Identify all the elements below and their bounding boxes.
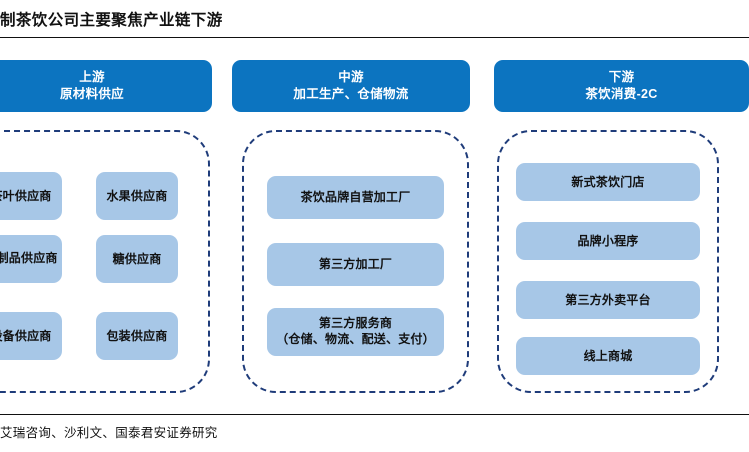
column-header-upstream: 上游 原材料供应 [0,60,212,112]
column-header-downstream-line2: 茶饮消费-2C [585,87,658,101]
column-header-midstream-line1: 中游 [338,70,364,85]
node-downstream-brand-miniprogram: 品牌小程序 [516,222,700,260]
node-midstream-third-party-factory: 第三方加工厂 [267,243,444,286]
group-container-midstream [242,130,469,393]
node-upstream-equipment-supplier: 设备供应商 [0,312,62,360]
source-note: 艾瑞咨询、沙利文、国泰君安证券研究 [0,426,218,440]
column-header-downstream: 下游 茶饮消费-2C [494,60,749,112]
group-container-downstream [497,130,719,393]
page-title: 制茶饮公司主要聚焦产业链下游 [0,12,223,29]
column-header-midstream: 中游 加工生产、仓储物流 [232,60,470,112]
node-upstream-tea-supplier: 茶叶供应商 [0,172,62,220]
node-upstream-sugar-supplier: 糖供应商 [96,235,178,283]
column-header-upstream-line2: 原材料供应 [59,87,124,101]
node-upstream-packaging-supplier: 包装供应商 [96,312,178,360]
node-midstream-brand-own-factory: 茶饮品牌自营加工厂 [267,176,444,219]
node-upstream-dairy-supplier: 奶制品供应商 [0,235,62,283]
node-downstream-new-tea-store: 新式茶饮门店 [516,163,700,201]
node-downstream-online-mall: 线上商城 [516,337,700,375]
group-container-upstream [0,130,210,393]
column-header-midstream-line2: 加工生产、仓储物流 [293,87,409,101]
title-divider [0,37,749,38]
node-upstream-fruit-supplier: 水果供应商 [96,172,178,220]
footer-divider [0,414,749,415]
column-header-downstream-line1: 下游 [608,70,635,85]
node-downstream-third-party-delivery: 第三方外卖平台 [516,281,700,319]
column-header-upstream-line1: 上游 [79,70,105,85]
node-midstream-third-party-service: 第三方服务商（仓储、物流、配送、支付） [267,308,444,356]
